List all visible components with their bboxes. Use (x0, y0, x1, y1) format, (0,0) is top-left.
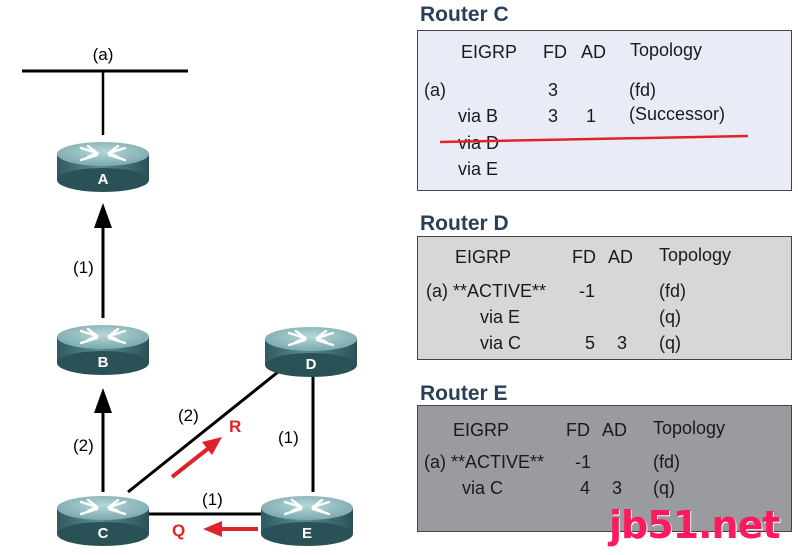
header-ad: AD (602, 420, 628, 440)
header-fd: FD (543, 42, 567, 62)
network-diagram: (a) (1) (2) (2) (1) (1) R Q A B D C E (22, 45, 359, 548)
router-a: A (55, 140, 151, 194)
header-topology: Topology (659, 245, 732, 265)
router-e: E (259, 494, 355, 548)
header-eigrp: EIGRP (453, 420, 510, 440)
row-via: via C (480, 333, 522, 353)
link-cd-label: (2) (178, 406, 199, 425)
router-e-title: Router E (420, 382, 508, 405)
row-topology: (Successor) (629, 104, 726, 124)
row-ad: 3 (617, 333, 628, 353)
row-topology: (q) (659, 307, 681, 327)
row-fd: 3 (548, 80, 559, 100)
row-topology: (fd) (629, 80, 656, 100)
segment-label: (a) (93, 45, 114, 64)
router-d-title: Router D (420, 212, 509, 235)
link-de-label: (1) (278, 428, 299, 447)
link-cd (127, 366, 284, 494)
row-fd: -1 (575, 452, 592, 472)
arrow-up-icon (94, 388, 112, 413)
arrow-head-icon (203, 521, 222, 537)
router-b: B (55, 323, 151, 377)
row-ad: 1 (586, 106, 597, 126)
header-eigrp: EIGRP (455, 247, 512, 267)
header-eigrp: EIGRP (461, 42, 518, 62)
row-fd: 3 (548, 106, 559, 126)
router-c-title: Router C (420, 3, 509, 26)
header-topology: Topology (630, 40, 703, 60)
link-ab-label: (1) (73, 258, 94, 277)
router-d: D (263, 325, 359, 379)
arrow-head-icon (202, 437, 222, 455)
row-dest: (a) (424, 80, 446, 100)
router-d-table: EIGRP FD AD Topology (a) **ACTIVE** -1 (… (417, 236, 792, 360)
reply-label: R (229, 417, 241, 436)
router-a-label: A (98, 171, 109, 188)
row-via: via B (458, 106, 499, 126)
link-bc-label: (2) (73, 436, 94, 455)
row-via: via E (458, 159, 499, 179)
row-ad: 3 (612, 478, 623, 498)
router-e-table: EIGRP FD AD Topology (a) **ACTIVE** -1 (… (417, 405, 792, 532)
strike-line (439, 134, 749, 144)
row-dest: (a) **ACTIVE** (426, 281, 547, 301)
header-ad: AD (581, 42, 607, 62)
header-topology: Topology (653, 418, 726, 438)
router-c-table: EIGRP FD AD Topology (a) 3 (fd) via B 3 … (417, 30, 792, 191)
router-e-label: E (302, 525, 312, 542)
row-topology: (q) (653, 478, 675, 498)
row-via: via E (480, 307, 521, 327)
row-topology: (q) (659, 333, 681, 353)
row-topology: (fd) (659, 281, 686, 301)
row-dest: (a) **ACTIVE** (424, 452, 545, 472)
router-d-label: D (306, 356, 317, 373)
link-ce-label: (1) (202, 490, 223, 509)
router-c-label: C (98, 525, 109, 542)
header-fd: FD (572, 247, 596, 267)
arrow-up-icon (94, 203, 112, 228)
router-b-label: B (98, 354, 109, 371)
reply-arrow (170, 445, 212, 479)
header-ad: AD (608, 247, 634, 267)
row-via: via C (462, 478, 504, 498)
header-fd: FD (566, 420, 590, 440)
router-c: C (55, 494, 151, 548)
row-topology: (fd) (653, 452, 680, 472)
row-fd: 5 (585, 333, 596, 353)
row-fd: -1 (579, 281, 596, 301)
row-via: via D (458, 133, 500, 153)
watermark: jb51.net (609, 503, 781, 547)
row-fd: 4 (580, 478, 591, 498)
query-label: Q (172, 521, 185, 540)
